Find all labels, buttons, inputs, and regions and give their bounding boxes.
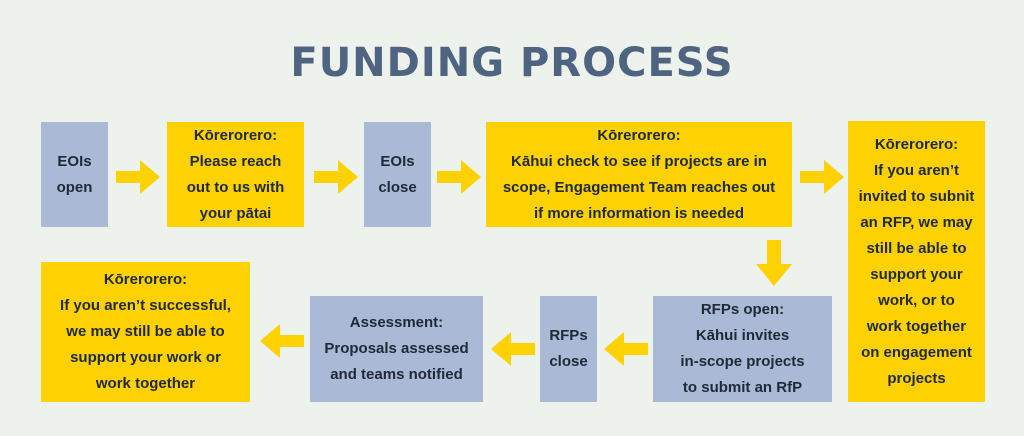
step-assessment: Assessment: Proposals assessed and teams… xyxy=(310,296,483,402)
step-assessment-heading: Assessment: xyxy=(349,314,444,331)
step-eois-close: EOIs close xyxy=(364,122,431,227)
arrow-right-icon xyxy=(800,160,844,194)
step-korero-3-body: If you aren’t invited to subnit an RFP, … xyxy=(858,161,975,387)
step-rfps-open: RFPs open: Kāhui invites in-scope projec… xyxy=(653,296,832,402)
arrow-right-icon xyxy=(437,160,481,194)
step-korero-2-body: Kāhui check to see if projects are in sc… xyxy=(502,152,776,222)
arrow-left-icon xyxy=(604,332,648,366)
step-rfps-open-body: Kāhui invites in-scope projects to submi… xyxy=(680,327,805,396)
arrow-left-icon xyxy=(491,332,535,366)
step-eois-close-label: EOIs close xyxy=(378,152,417,196)
step-korero-4-body: If you aren’t successful, we may still b… xyxy=(60,297,231,392)
step-korero-1: Kōrerorero: Please reach out to us with … xyxy=(167,122,304,227)
arrow-right-icon xyxy=(116,160,160,194)
arrow-left-icon xyxy=(260,324,304,358)
step-eois-open: EOIs open xyxy=(41,122,108,227)
step-rfps-close: RFPs close xyxy=(540,296,597,402)
step-korero-4: Kōrerorero: If you aren’t successful, we… xyxy=(41,262,250,402)
step-korero-1-body: Please reach out to us with your pātai xyxy=(186,152,285,222)
arrow-right-icon xyxy=(314,160,358,194)
page-title: FUNDING PROCESS xyxy=(290,40,734,86)
step-eois-open-label: EOIs open xyxy=(56,152,93,196)
step-rfps-open-heading: RFPs open: xyxy=(700,301,785,318)
step-korero-2-heading: Kōrerorero: xyxy=(597,126,681,144)
step-korero-2: Kōrerorero: Kāhui check to see if projec… xyxy=(486,122,792,227)
arrow-down-icon xyxy=(756,240,792,286)
step-korero-3: Kōrerorero: If you aren’t invited to sub… xyxy=(848,121,985,402)
step-assessment-body: Proposals assessed and teams notified xyxy=(324,340,469,383)
step-korero-1-heading: Kōrerorero: xyxy=(193,126,278,144)
step-rfps-close-label: RFPs close xyxy=(549,327,588,370)
step-korero-4-heading: Kōrerorero: xyxy=(103,271,188,288)
step-korero-3-heading: Kōrerorero: xyxy=(874,135,959,153)
